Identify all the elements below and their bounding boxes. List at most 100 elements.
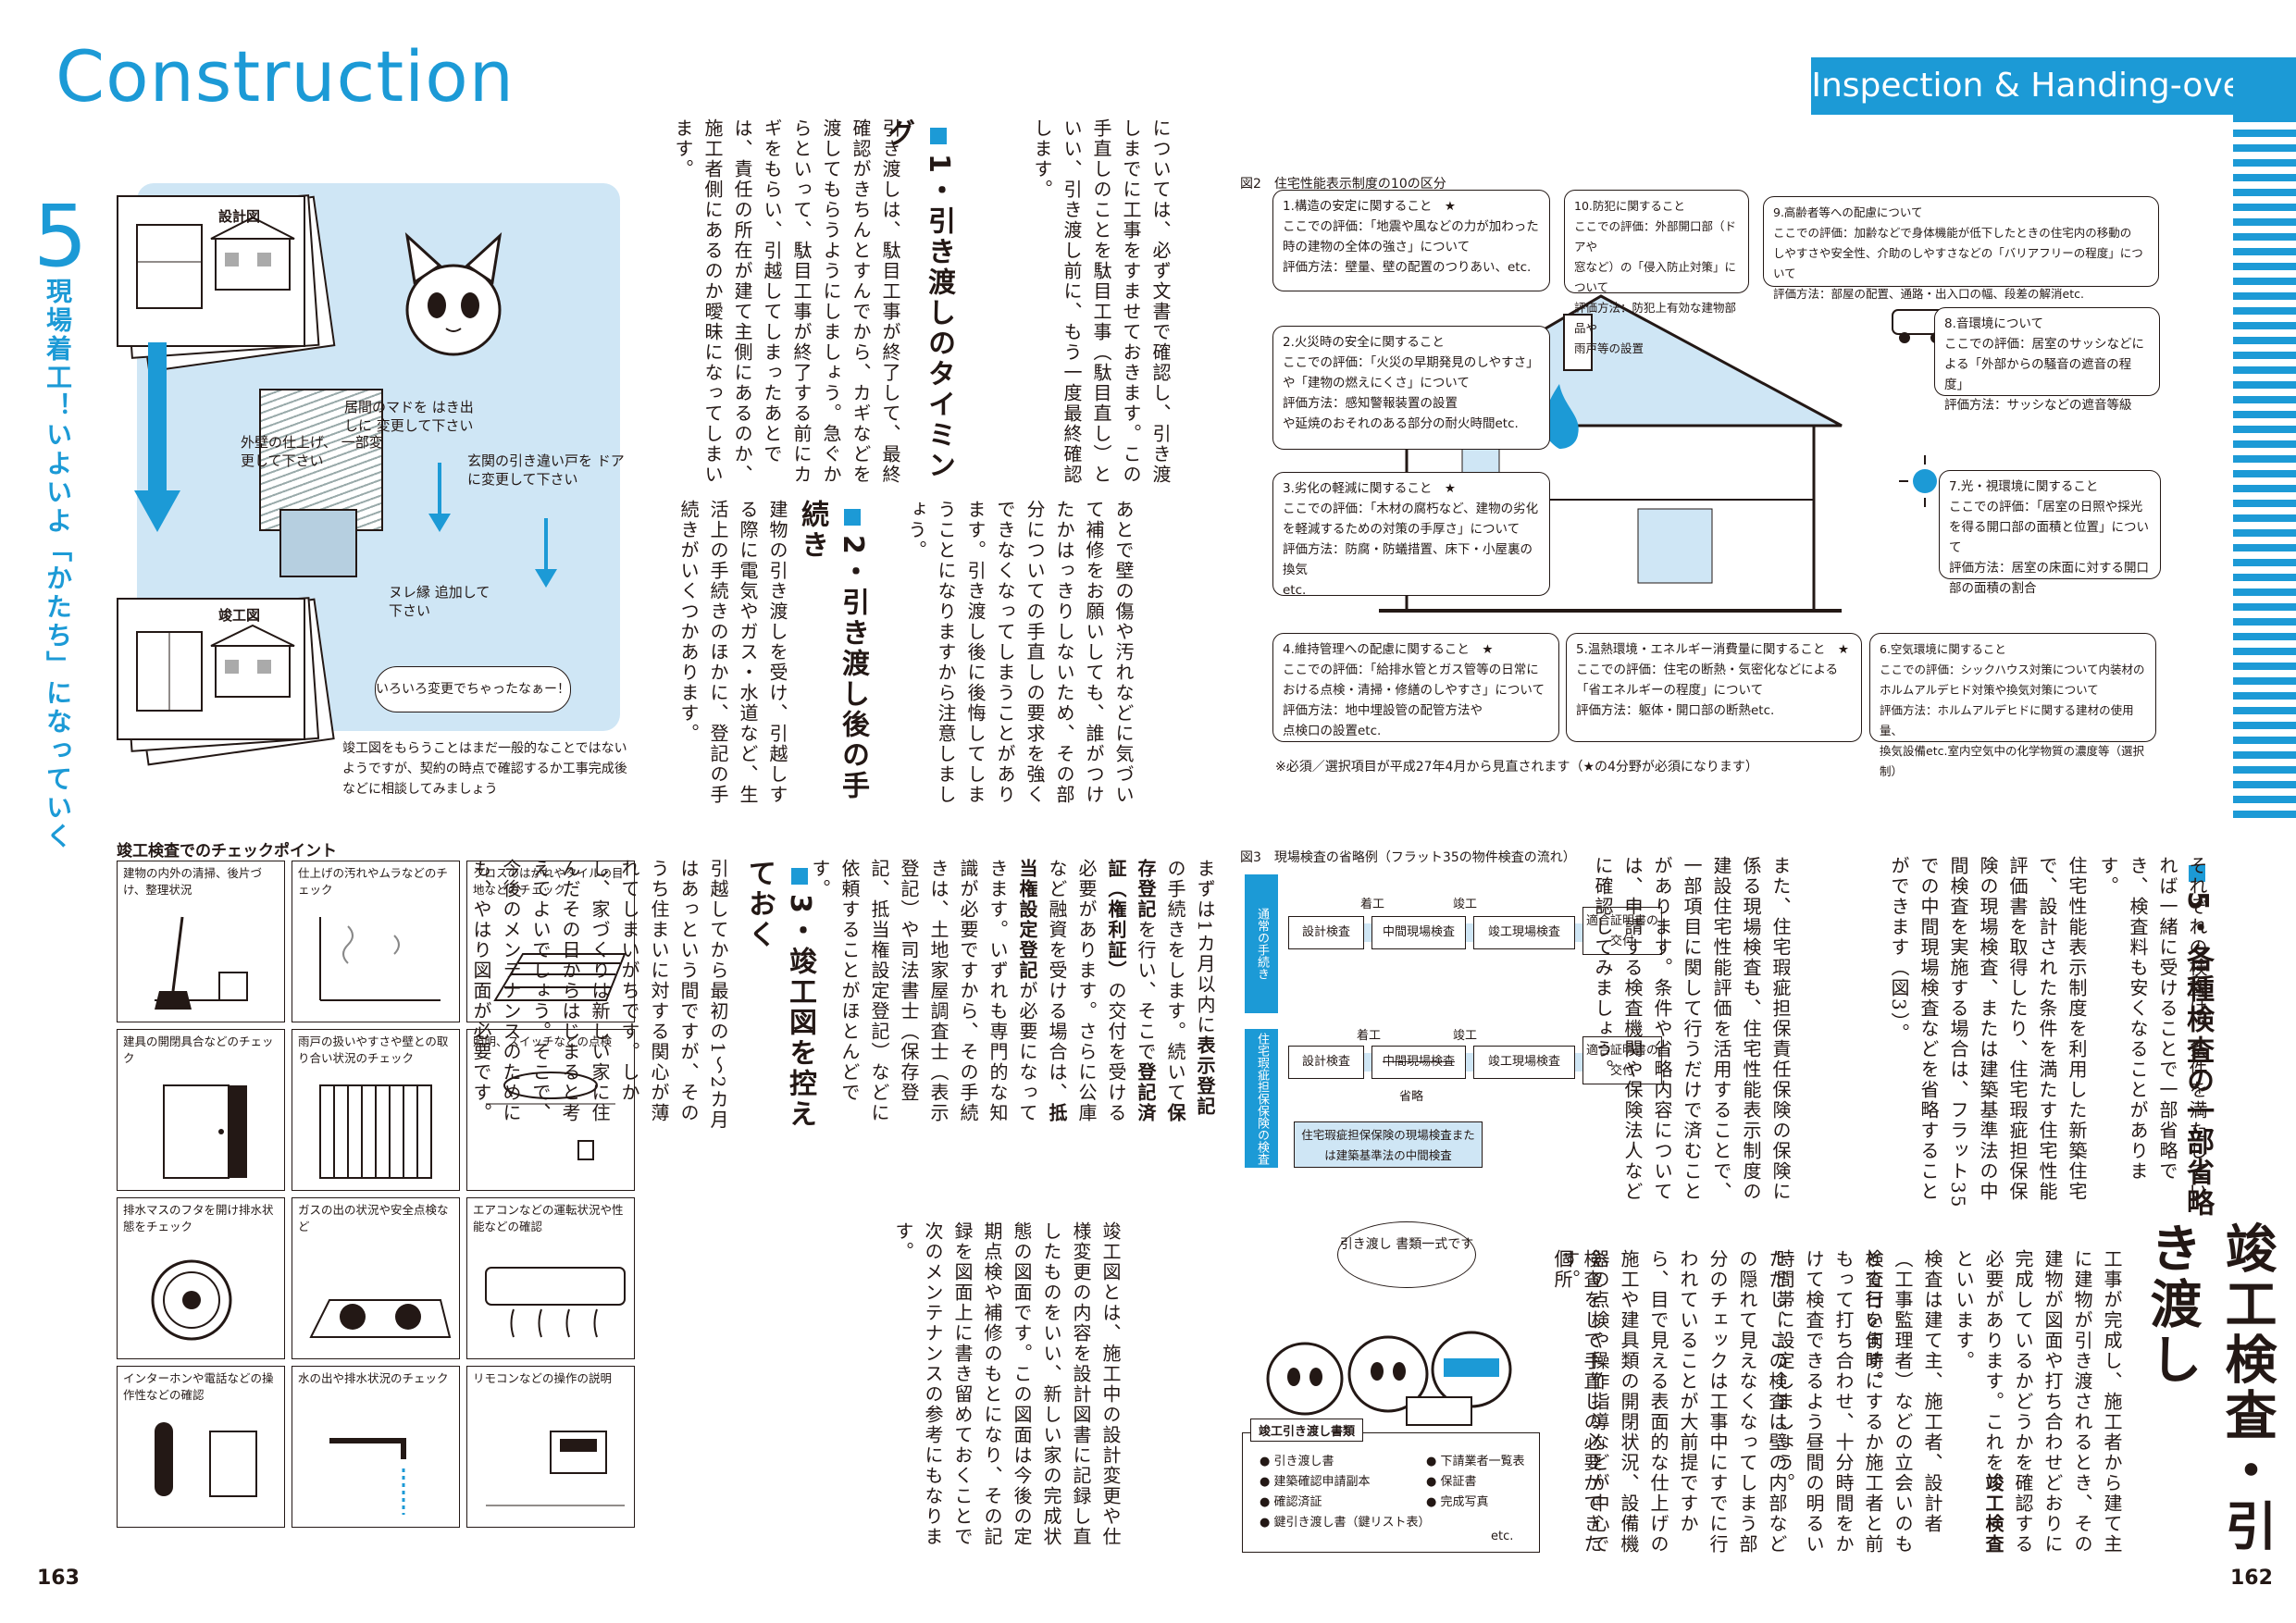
sec1-heading: 1・引き渡しのタイミング — [882, 118, 955, 481]
cats-handover-icon — [1266, 1331, 1512, 1426]
fig3-row2-design: 設計検査 — [1288, 1046, 1364, 1079]
fig3-row1-completion: 竣工現場検査 — [1473, 916, 1575, 949]
page-number-left: 163 — [37, 1567, 80, 1590]
edge-stripes — [2233, 115, 2296, 818]
checkpoints-title: 竣工検査でのチェックポイント — [117, 842, 337, 861]
kw-display-registration: 表示登記 — [1194, 1035, 1216, 1117]
kw-mortgage-registration: 抵当権設定登記 — [1016, 859, 1068, 1123]
fig2-box-8: 8.音環境についてここでの評価：居室のサッシなどによる「外部からの騒音の遮音の程… — [1934, 307, 2160, 413]
fig2-box-7: 7.光・視環境に関することここでの評価：「居室の日照や採光を得る開口部の面積と位… — [1939, 470, 2161, 596]
handover-speech-bubble: 引き渡し 書類一式です — [1337, 1221, 1476, 1288]
doclist-right: 下請業者一覧表 保証書 完成写真 — [1426, 1452, 1525, 1513]
doclist-item: 完成写真 — [1426, 1493, 1525, 1513]
checkpoint-label: 建具の開閉具合などのチェック — [123, 1035, 274, 1065]
checkpoint-label: リモコンなどの操作の説明 — [473, 1371, 613, 1385]
design-drawing: 設計図 — [109, 190, 336, 373]
brand-title: Construction — [56, 35, 515, 118]
checkpoint-label: ガスの出の状況や安全点検など — [298, 1203, 449, 1233]
fig3-row2-completion: 竣工現場検査 — [1473, 1046, 1575, 1079]
drain-cover-icon — [151, 1259, 232, 1341]
ceiling-light-icon — [486, 1072, 615, 1160]
sec5-body-3: また、住宅瑕疵担保責任保険の保険に係る現場検査も、住宅性能表示制度の建設住宅性能… — [1592, 856, 1792, 1202]
sec3-heading: 3・竣工図を控えておく — [743, 859, 816, 1130]
fig2-box-10: 10.防犯に関することここでの評価：外部開口部（ドアや窓など）の「侵入防止対策」… — [1564, 190, 1749, 355]
sec5-body: それぞれの検査は、条件を満たしていれば一緒に受けることで一部省略でき、検査料も安… — [2097, 856, 2208, 1202]
paragraph-scheduling: 検査日を何時にするか施工者と前もって打ち合わせ、十分時間をかけて検査できるよう昼… — [1773, 1249, 1884, 1555]
fire-icon — [1544, 384, 1579, 449]
gas-stove-icon — [309, 1299, 452, 1338]
completion-drawing: 竣工図 — [109, 592, 335, 766]
kw-completion-inspection: 竣工検査 — [1982, 1473, 2004, 1555]
fig3-row2-start: 着工 — [1357, 1029, 1382, 1043]
handover-document-list: 竣工引き渡し書類 引き渡し書 建築確認申請副本 確認済証 鍵引き渡し書（鍵リスト… — [1242, 1419, 1540, 1553]
fig3-row1-certificate: 適合証明書の交付 — [1582, 907, 1662, 955]
exterior-wall-sample — [259, 389, 383, 531]
air-conditioner-icon — [485, 1267, 626, 1338]
doclist-item: 建築確認申請副本 — [1260, 1472, 1431, 1493]
checkpoint-cell: リモコンなどの操作の説明 — [466, 1366, 635, 1528]
fig2-title: 図2 住宅性能表示制度の10の区分 — [1240, 177, 1446, 192]
completion-sketch — [136, 624, 295, 712]
fig3-omitted: 省略 — [1399, 1090, 1424, 1104]
edge-bar — [2233, 57, 2296, 115]
sec2-continued: まずは1カ月以内に表示登記の手続きをします。続いて保存登記を行い、そこで登記済証… — [809, 859, 1216, 1123]
sec5-heading: 5・各種検査の一部省略 — [2177, 856, 2217, 1235]
interphone-icon — [155, 1422, 257, 1497]
note-room-window: 居間のマドを はき出しに 変更して下さい — [344, 399, 474, 434]
checkpoint-label: 仕上げの汚れやムラなどのチェック — [298, 866, 448, 897]
fig3-row1-finish: 竣工 — [1453, 898, 1478, 911]
sec3-body: 竣工図とは、施工中の設計変更や仕様変更の内容を設計図書に記録し直したものをいい、… — [892, 1221, 1122, 1547]
sec1-body: 引き渡しは、駄目工事が終了して、最終確認がきちんとすんでから、カギなどを渡しても… — [672, 118, 901, 485]
fig2-box-2: 2.火災時の安全に関することここでの評価：「火災の早期発見のしやすさ」や「建物の… — [1272, 326, 1550, 450]
doclist-etc: etc. — [1491, 1530, 1514, 1543]
fig2-box-6: 6.空気環境に関することここでの評価：シックハウス対策について内装材のホルムアル… — [1869, 633, 2156, 778]
fig3-alternative: 住宅瑕疵担保保険の現場検査または建築基準法の中間検査 — [1294, 1121, 1483, 1168]
doclist-item: 引き渡し書 — [1260, 1452, 1431, 1472]
sec2-body: 建物の引き渡しを受け、引越しする際に電気やガス・水道など、生活上の手続きのほかに… — [677, 500, 788, 805]
sec1-continued: あとで壁の傷や汚れなどに気づいて補修をお願いしても、誰がつけたかはっきりしないた… — [905, 500, 1135, 805]
checkpoint-cell: 水の出や排水状況のチェック — [292, 1366, 460, 1528]
small-arrow-2-icon — [535, 518, 557, 588]
fig3-title: 図3 現場検査の省略例（フラット35の物件検査の流れ） — [1240, 850, 1576, 865]
fig2-box-3: 3.劣化の軽減に関すること ★ここでの評価：「木材の腐朽など、建物の劣化を軽減す… — [1272, 472, 1550, 598]
checkpoint-cell: エアコンなどの運転状況や性能などの確認 — [466, 1197, 635, 1359]
note-entrance-door: 玄関の引き違い戸を ドアに変更して下さい — [467, 452, 625, 488]
fig1-caption: 竣工図をもらうことはまだ一般的なことではないようですが、契約の時点で確認するか工… — [342, 741, 627, 797]
fig2-box-5: 5.温熱環境・エネルギー消費量に関すること ★ここでの評価：住宅の断熱・気密化な… — [1566, 633, 1862, 742]
door-icon — [163, 1084, 247, 1179]
checkpoint-cell: 排水マスのフタを開け排水状態をチェック — [117, 1197, 285, 1359]
fig2-box-9: 9.高齢者等への配慮についてここでの評価：加齢などで身体機能が低下したときの住宅… — [1763, 196, 2159, 301]
broom-icon — [155, 916, 248, 1010]
section-tag: Inspection & Handing-over — [1811, 57, 2257, 115]
remote-control-icon — [486, 1431, 625, 1506]
fig2-note: ※必須／選択項目が平成27年4月から見直されます（★の4分野が必須になります） — [1275, 760, 1758, 774]
checkpoint-cell: 雨戸の扱いやすさや壁との取り合い状況のチェック — [292, 1029, 460, 1191]
checkpoint-label: エアコンなどの運転状況や性能などの確認 — [473, 1203, 624, 1233]
fig3-row1-band: 通常の手続き — [1245, 874, 1278, 1013]
sec5-body-2: 住宅性能表示制度を利用した新築住宅で、設計された条件を満たす住宅性能評価書を取得… — [1888, 856, 2088, 1209]
fig3-row1-design: 設計検査 — [1288, 916, 1364, 949]
checkpoint-cell: インターホンや電話などの操作性などの確認 — [117, 1366, 285, 1528]
doclist-item: 確認済証 — [1260, 1493, 1431, 1513]
checkpoint-cell: 照明、スイッチなどの点検 — [466, 1029, 635, 1191]
fig2-box-4: 4.維持管理への配慮に関すること ★ここでの評価：「給排水管とガス管等の日常にお… — [1272, 633, 1559, 742]
checkpoint-label: 水の出や排水状況のチェック — [298, 1371, 449, 1385]
checkpoint-label: インターホンや電話などの操作性などの確認 — [123, 1371, 274, 1402]
checkpoint-label: 建物の内外の清掃、後片づけ、整理状況 — [123, 866, 263, 897]
fig2-box-1: 1.構造の安定に関すること ★ここでの評価：「地震や風などの力が加わった時の建物… — [1272, 190, 1550, 291]
wall-stain-icon — [319, 917, 441, 1001]
main-title: 竣工検査・引き渡し — [2141, 1221, 2277, 1555]
checkpoint-label: 雨戸の扱いやすさや壁との取り合い状況のチェック — [298, 1035, 449, 1065]
floorplan-sketch — [136, 216, 295, 309]
design-label: 設計図 — [218, 208, 261, 225]
sec1-lead: については、必ず文書で確認し、引き渡しまでに工事をすませておきます。この手直しの… — [1031, 118, 1172, 485]
checkpoint-label: クロスのはがれやタイルの目地などのチェック — [473, 866, 624, 897]
completion-label: 竣工図 — [218, 607, 261, 624]
fig3-row2-band: 住宅瑕疵担保保険の検査を実施する場合 — [1222, 1029, 1278, 1168]
fig3-row2-interim: 中間現場検査 — [1371, 1046, 1466, 1079]
note-exterior: 外壁の仕上げ、 一部変更して下さい — [241, 434, 383, 469]
down-arrow-icon — [134, 342, 180, 532]
fig3-row1-start: 着工 — [1360, 898, 1385, 911]
note-veranda: ヌレ縁 追加して下さい — [389, 584, 490, 619]
intro-paragraph: 工事が完成し、施工者から建て主に建物が引き渡されるとき、その建物が図面や打ち合わ… — [1953, 1249, 2123, 1555]
